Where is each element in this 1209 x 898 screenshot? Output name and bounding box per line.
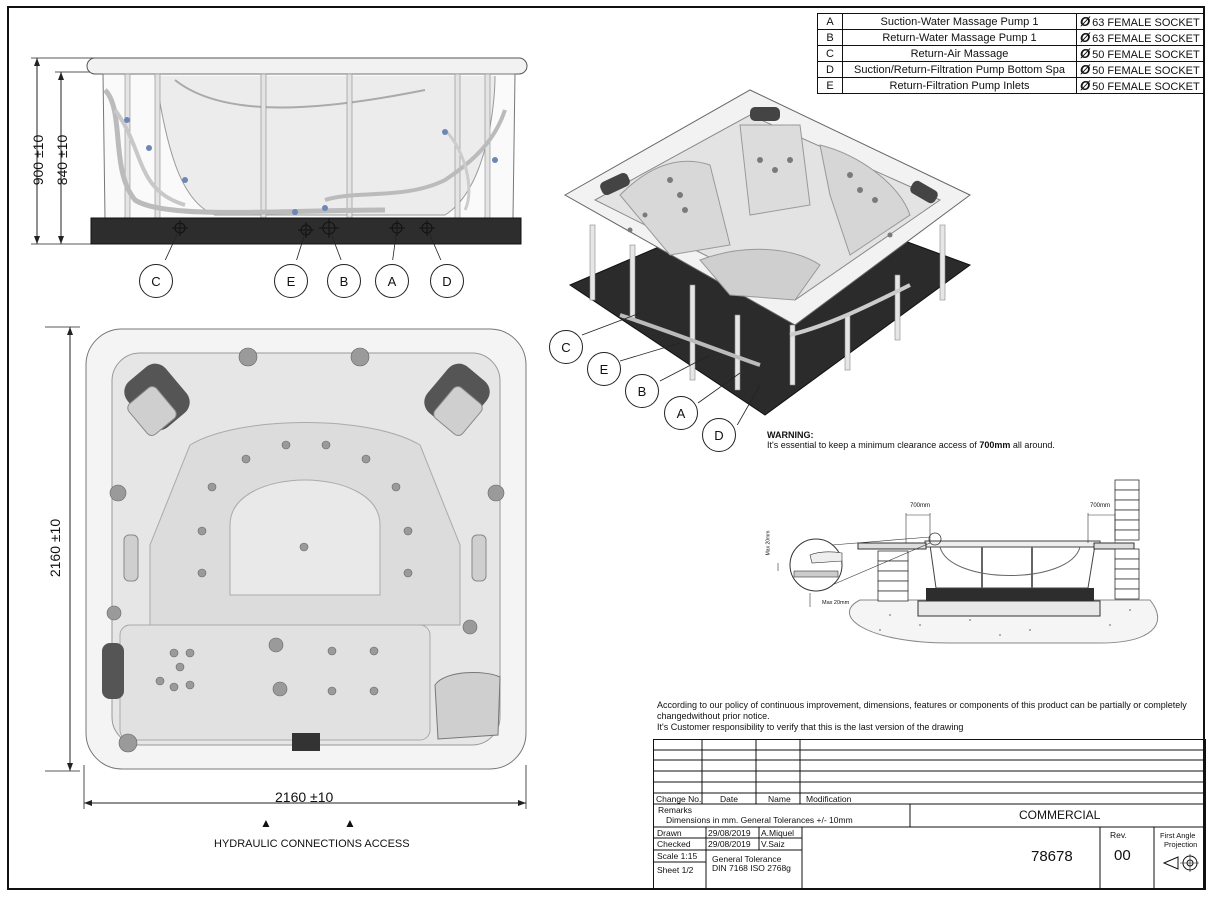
iso-callout-d: D [702,418,736,452]
name-label: Name [768,794,791,804]
general-tolerance-standard: DIN 7168 ISO 2768g [712,863,791,873]
tolerances-text: Dimensions in mm. General Tolerances +/-… [666,815,853,825]
side-height-inner-dimension: 840 ±10 [54,134,70,186]
checked-date: 29/08/2019 [708,839,751,849]
isometric-view-drawing [563,89,972,425]
socket-size: 50 FEMALE SOCKET [1092,49,1200,61]
category-label: COMMERCIAL [1019,808,1101,822]
access-arrow-icon: ▲ [260,816,272,830]
socket-size: 50 FEMALE SOCKET [1092,65,1200,77]
date-label: Date [720,794,738,804]
side-callout-c: C [139,264,173,298]
connection-letter: D [817,61,843,78]
connection-description: Suction/Return-Filtration Pump Bottom Sp… [842,61,1077,78]
remarks-label: Remarks [658,805,693,815]
side-view-drawing [31,57,528,260]
drawn-name: A.Miquel [761,828,795,838]
connection-letter: A [817,13,843,30]
change-no-label: Change No. [656,794,702,804]
revision-label: Rev. [1110,830,1127,840]
max-vertical-label: Max 20mm [765,530,772,556]
sheet-label: Sheet 1/2 [657,865,694,875]
top-height-dimension: 2160 ±10 [47,518,63,578]
drawing-number: 78678 [1031,848,1073,865]
connection-description: Return-Water Massage Pump 1 [842,29,1077,46]
installation-section-drawing [777,479,1159,644]
scale-label: Scale 1:15 [657,851,698,861]
connection-letter: C [817,45,843,62]
drawn-date: 29/08/2019 [708,828,751,838]
right-clearance-label: 700mm [1090,503,1111,509]
diameter-icon: Ø [1080,62,1091,77]
hydraulic-access-label: HYDRAULIC CONNECTIONS ACCESS [214,838,410,850]
socket-size: 63 FEMALE SOCKET [1092,33,1200,45]
modification-label: Modification [806,794,852,804]
side-callout-d: D [430,264,464,298]
checked-label: Checked [657,839,691,849]
access-arrow-icon: ▲ [344,816,356,830]
warning-title: WARNING: [767,430,814,440]
side-callout-a: A [375,264,409,298]
connection-description: Return-Air Massage [842,45,1077,62]
iso-callout-e: E [587,352,621,386]
left-clearance-label: 700mm [910,503,931,509]
policy-note: According to our policy of continuous im… [657,700,1187,732]
iso-callout-c: C [549,330,583,364]
checked-name: V.Saiz [761,839,785,849]
socket-size: 50 FEMALE SOCKET [1092,81,1200,93]
title-block-grid [654,740,1205,889]
warning-text: It's essential to keep a minimum clearan… [767,440,1055,450]
connection-letter: B [817,29,843,46]
connection-description: Suction-Water Massage Pump 1 [842,13,1077,30]
max-horizontal-label: Max 20mm [822,600,850,606]
projection-label-2: Projection [1164,840,1198,849]
title-block: Change No. Date Name Modification Remark… [653,739,1206,890]
diameter-icon: Ø [1080,46,1091,61]
top-width-dimension: 2160 ±10 [275,789,334,805]
iso-callout-a: A [664,396,698,430]
drawn-label: Drawn [657,828,682,838]
connection-description: Return-Filtration Pump Inlets [842,77,1077,94]
side-callout-e: E [274,264,308,298]
diameter-icon: Ø [1080,30,1091,45]
diameter-icon: Ø [1080,78,1091,93]
side-height-total-dimension: 900 ±10 [30,134,46,186]
iso-callout-b: B [625,374,659,408]
socket-size: 63 FEMALE SOCKET [1092,17,1200,29]
drawing-frame [7,6,1205,890]
first-angle-projection-icon [1162,854,1199,872]
projection-label-1: First Angle [1160,831,1196,840]
diameter-icon: Ø [1080,14,1091,29]
revision-value: 00 [1114,847,1131,864]
top-view-drawing [45,326,527,809]
general-tolerance-label: General Tolerance [712,854,782,864]
side-callout-b: B [327,264,361,298]
